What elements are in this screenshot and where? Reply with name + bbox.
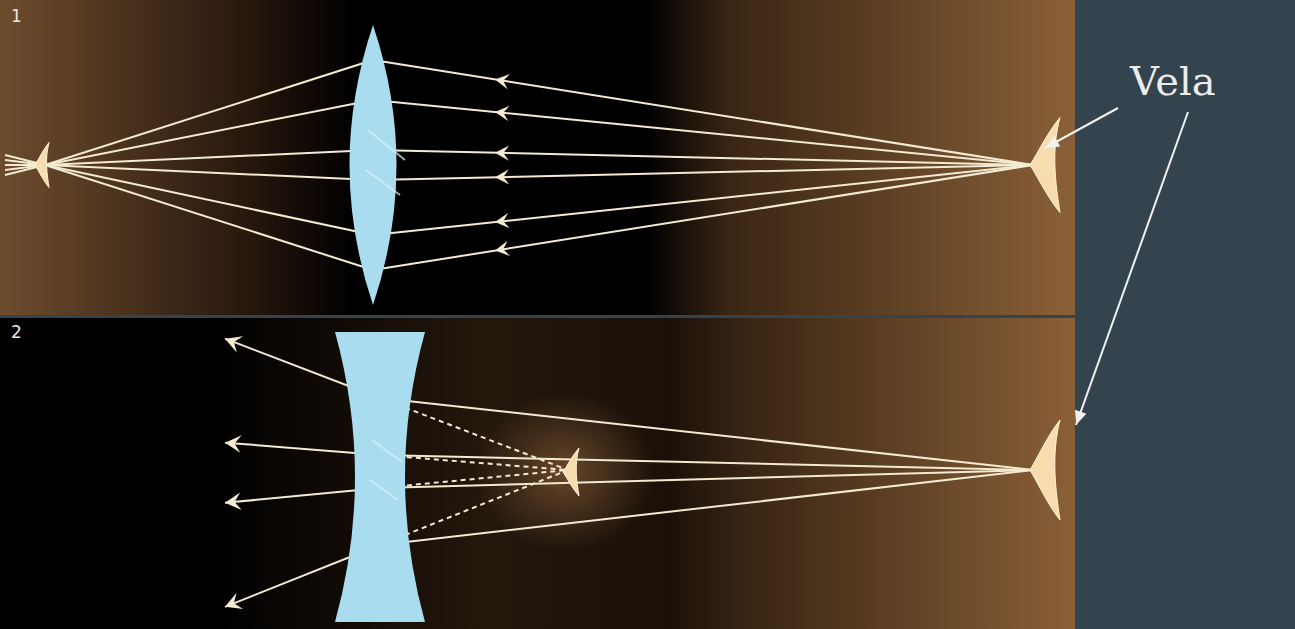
concave-lens bbox=[335, 332, 425, 622]
light-ray bbox=[45, 165, 373, 235]
arrowhead bbox=[495, 169, 509, 184]
leader-line bbox=[1045, 108, 1118, 148]
arrowhead bbox=[225, 593, 243, 609]
candle-flame bbox=[563, 448, 579, 496]
light-ray bbox=[373, 100, 1033, 165]
panel-ground bbox=[0, 318, 1075, 629]
leader-arrowhead bbox=[1075, 410, 1086, 425]
light-ray bbox=[45, 165, 373, 270]
arrowhead bbox=[495, 106, 510, 121]
light-ray bbox=[380, 470, 568, 488]
light-ray bbox=[373, 165, 1033, 270]
candle-flame bbox=[35, 143, 49, 188]
light-ray bbox=[380, 470, 1033, 545]
light-ray bbox=[373, 150, 1033, 165]
light-ray bbox=[380, 470, 568, 545]
arrowhead bbox=[495, 241, 510, 256]
light-ray bbox=[380, 470, 1033, 488]
light-ray bbox=[45, 150, 373, 165]
light-ray bbox=[45, 60, 373, 165]
light-ray bbox=[373, 165, 1033, 235]
light-ray bbox=[380, 398, 1033, 470]
leader-arrowhead bbox=[1045, 136, 1060, 148]
arrowhead bbox=[225, 336, 243, 352]
lens-glint bbox=[370, 440, 402, 500]
panel-number: 2 bbox=[11, 322, 22, 342]
light-ray bbox=[45, 165, 373, 180]
convex-lens bbox=[350, 25, 397, 305]
arrowhead bbox=[225, 493, 242, 511]
light-ray bbox=[380, 455, 568, 470]
arrowhead bbox=[495, 74, 510, 89]
callout-label: Vela bbox=[1130, 58, 1216, 104]
arrowhead bbox=[225, 435, 242, 453]
arrowhead bbox=[495, 145, 509, 160]
candle-flame bbox=[1030, 118, 1060, 213]
light-ray bbox=[373, 165, 1033, 180]
panel-ground bbox=[0, 0, 1075, 315]
candle-flame bbox=[1030, 420, 1060, 520]
light-ray bbox=[45, 100, 373, 165]
image-glow bbox=[475, 392, 655, 552]
light-ray bbox=[380, 455, 1033, 470]
lens-glint bbox=[366, 130, 405, 195]
light-ray bbox=[373, 60, 1033, 165]
arrowhead bbox=[495, 213, 510, 228]
panel-number: 1 bbox=[11, 6, 22, 26]
leader-line bbox=[1076, 112, 1188, 425]
